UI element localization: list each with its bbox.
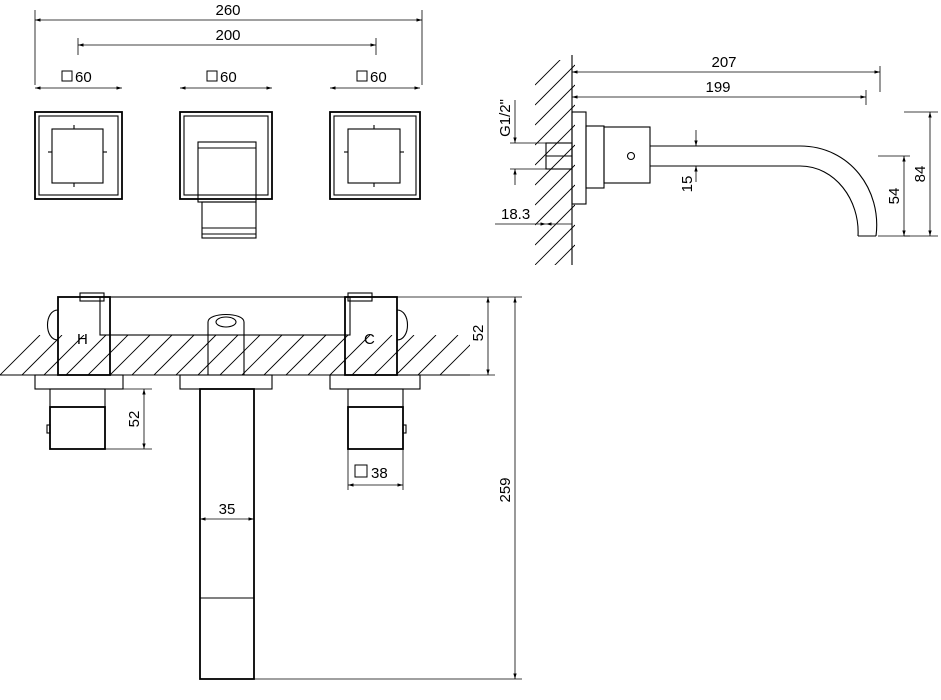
dim-thread: G1/2" <box>497 99 546 185</box>
dim-spout-dia: 15 <box>679 130 698 193</box>
dim-plate-depth-label: 18.3 <box>501 206 530 223</box>
right-handle-plate: 60 <box>329 69 421 200</box>
dim-handle-depth: 52 <box>105 388 152 450</box>
front-view: 260 200 60 60 <box>34 2 423 239</box>
plate-center-size: 60 <box>220 69 237 86</box>
square-symbol-icon <box>356 70 368 82</box>
hot-label: H <box>77 331 88 348</box>
dim-plate-height: 84 <box>904 111 938 237</box>
dim-handle-square: 38 <box>347 449 404 490</box>
dim-spout-width-label: 35 <box>219 501 236 518</box>
dim-total-depth-label: 259 <box>497 477 514 502</box>
dim-wall-depth: 52 <box>395 296 495 376</box>
plate-right-size: 60 <box>370 69 387 86</box>
cold-label: C <box>364 331 375 348</box>
dim-total-depth: 259 <box>254 296 522 680</box>
dim-overall-width-label: 260 <box>215 2 240 19</box>
dim-handle-depth-label: 52 <box>126 411 143 428</box>
install-view: H C 52 <box>0 292 522 680</box>
dim-handle-square-label: 38 <box>371 465 388 482</box>
dim-wall-depth-label: 52 <box>470 325 487 342</box>
side-view: 207 199 G1/2" 18.3 <box>495 54 938 265</box>
dim-overall-width: 260 <box>34 2 423 85</box>
dim-center-distance-label: 200 <box>215 27 240 44</box>
dim-plate-depth: 18.3 <box>495 206 572 226</box>
center-spout-plate: 60 <box>179 69 273 239</box>
left-handle-plate: 60 <box>34 69 123 200</box>
square-symbol-icon <box>354 464 368 478</box>
dim-center-distance: 200 <box>77 27 377 55</box>
dim-spout-total-label: 207 <box>711 54 736 71</box>
dim-spout-projection-label: 199 <box>705 79 730 96</box>
dim-outlet-height-label: 54 <box>886 188 903 205</box>
square-symbol-icon <box>61 70 73 82</box>
dim-thread-label: G1/2" <box>497 99 514 137</box>
dim-spout-total: 207 <box>572 54 881 92</box>
dim-outlet-height: 54 <box>878 155 910 237</box>
wall-hatch <box>535 60 575 265</box>
dim-spout-dia-label: 15 <box>679 176 696 193</box>
wall-section-hatch <box>0 335 470 375</box>
plate-left-size: 60 <box>75 69 92 86</box>
dim-spout-width: 35 <box>200 501 254 521</box>
dim-spout-projection: 199 <box>572 79 867 105</box>
square-symbol-icon <box>206 70 218 82</box>
dim-plate-height-label: 84 <box>912 166 929 183</box>
